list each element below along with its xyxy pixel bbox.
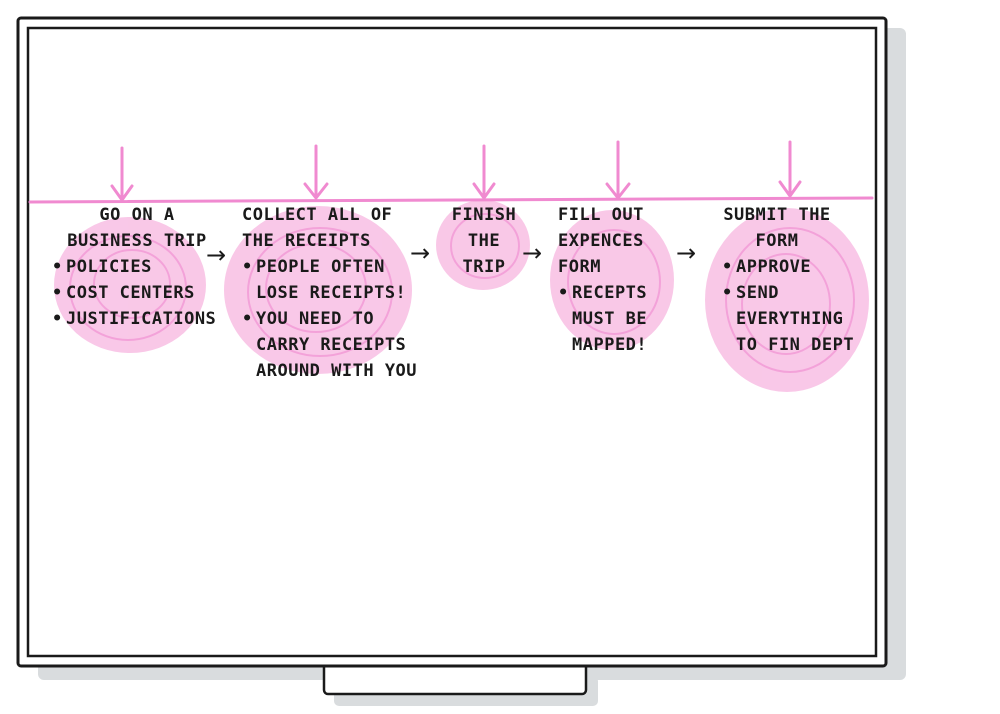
step-2: COLLECT ALL OF THE RECEIPTS PEOPLE OFTEN… bbox=[242, 202, 428, 384]
marker-step-2 bbox=[303, 144, 329, 200]
marker-step-5 bbox=[778, 140, 802, 198]
step-4: FILL OUT EXPENCES FORM RECEPTS MUST BE M… bbox=[558, 202, 678, 358]
step-5-bullet: APPROVE bbox=[722, 254, 862, 280]
step-5-bullets: APPROVE SEND EVERYTHING TO FIN DEPT bbox=[722, 254, 862, 358]
step-4-title: FILL OUT EXPENCES FORM bbox=[558, 205, 644, 277]
step-2-bullet: YOU NEED TO CARRY RECEIPTS AROUND WITH Y… bbox=[242, 306, 436, 384]
arrow-1-to-2: → bbox=[206, 241, 227, 269]
step-1-bullets: POLICIES COST CENTERS JUSTIFICATIONS bbox=[52, 254, 222, 332]
step-4-bullets: RECEPTS MUST BE MAPPED! bbox=[558, 280, 678, 358]
step-1: GO ON A BUSINESS TRIP POLICIES COST CENT… bbox=[52, 202, 222, 332]
arrow-4-to-5: → bbox=[676, 239, 697, 267]
step-5: SUBMIT THE FORM APPROVE SEND EVERYTHING … bbox=[722, 202, 862, 358]
step-1-title: GO ON A BUSINESS TRIP bbox=[67, 205, 207, 251]
step-1-bullet: JUSTIFICATIONS bbox=[52, 306, 222, 332]
step-3: FINISH THE TRIP bbox=[446, 202, 522, 280]
marker-step-4 bbox=[605, 140, 631, 200]
step-2-bullet: PEOPLE OFTEN LOSE RECEIPTS! bbox=[242, 254, 426, 306]
timeline bbox=[28, 196, 874, 204]
step-1-bullet: POLICIES bbox=[52, 254, 222, 280]
step-5-bullet: SEND EVERYTHING TO FIN DEPT bbox=[722, 280, 866, 358]
timeline-markers bbox=[110, 140, 802, 202]
step-3-title: FINISH THE TRIP bbox=[451, 205, 517, 277]
arrow-2-to-3: → bbox=[410, 239, 431, 267]
step-2-title: COLLECT ALL OF THE RECEIPTS bbox=[242, 205, 393, 251]
marker-step-1 bbox=[110, 146, 134, 202]
step-4-bullet: RECEPTS MUST BE MAPPED! bbox=[558, 280, 682, 358]
step-1-bullet: COST CENTERS bbox=[52, 280, 222, 306]
step-5-title: SUBMIT THE FORM bbox=[723, 205, 831, 251]
arrow-3-to-4: → bbox=[522, 239, 543, 267]
marker-step-3 bbox=[472, 144, 496, 200]
step-2-bullets: PEOPLE OFTEN LOSE RECEIPTS! YOU NEED TO … bbox=[242, 254, 428, 384]
